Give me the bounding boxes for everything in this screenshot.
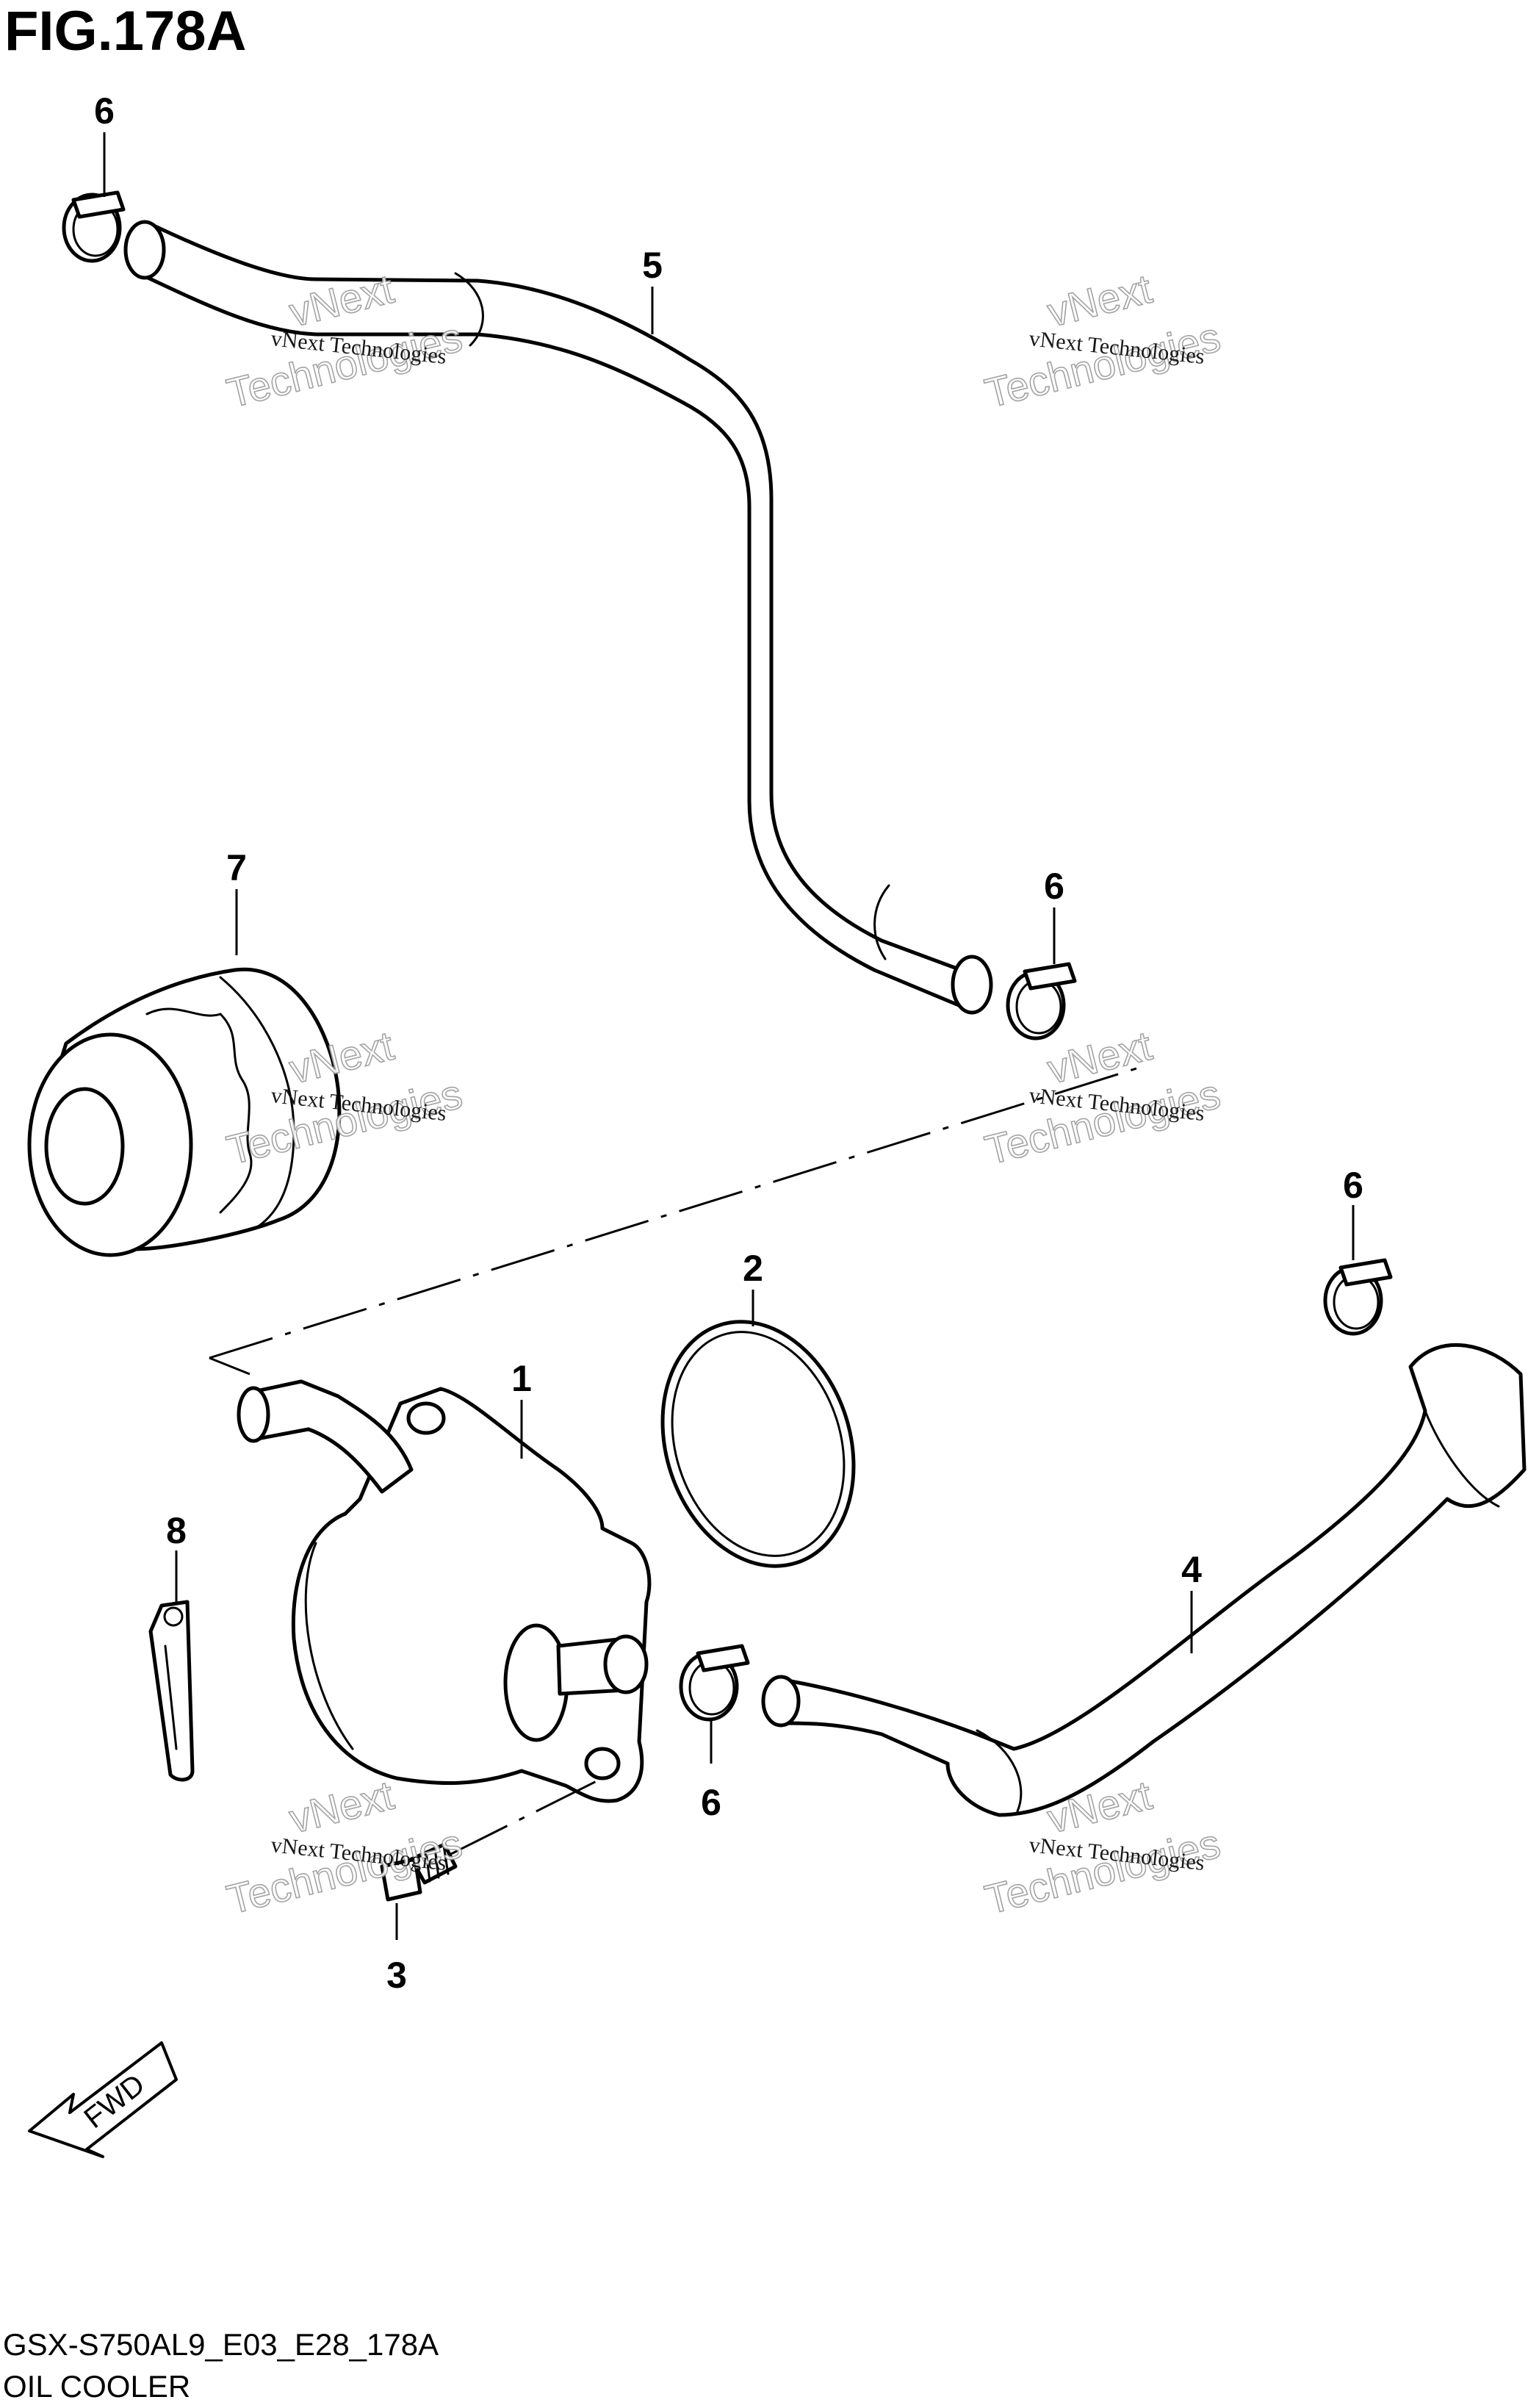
callout-5: 5: [642, 245, 663, 286]
assembly-line-filter: [209, 1064, 1147, 1359]
figure-title: FIG.178A: [4, 0, 246, 62]
fwd-arrow-icon: FWD: [28, 2041, 178, 2158]
assembly-line-bolt: [447, 1777, 603, 1857]
clamp-part-6-top: [62, 190, 126, 263]
oil-filter-part-7: [27, 967, 342, 1257]
watermark-bottom-left: vNext Technologies vNext Technologies: [222, 1771, 467, 1923]
clamp-part-6-bottom: [679, 1644, 750, 1722]
callout-3: 3: [386, 1955, 407, 1996]
clip-part-8: [148, 1600, 195, 1782]
oil-cooler-part-1: [237, 1379, 652, 1803]
assembly-line-filter-end: [209, 1356, 251, 1376]
watermark-mid-right: vNext Technologies vNext Technologies: [980, 1021, 1225, 1174]
bolt-part-3: [380, 1842, 458, 1902]
svg-text:vNext: vNext: [1043, 265, 1157, 336]
callout-6-mid: 6: [1044, 866, 1064, 907]
callout-6-bottom: 6: [701, 1782, 721, 1823]
hose-part-5: [123, 220, 993, 1015]
callout-6-right: 6: [1343, 1165, 1363, 1206]
diagram-name: OIL COOLER: [3, 2369, 190, 2404]
clamp-part-6-mid: [1006, 962, 1077, 1041]
callout-2: 2: [743, 1248, 763, 1289]
callout-1: 1: [511, 1358, 532, 1399]
svg-text:vNext: vNext: [1043, 1022, 1157, 1093]
callout-6-top: 6: [94, 90, 115, 132]
callout-8: 8: [166, 1510, 187, 1551]
watermark-top-right: vNext Technologies vNext Technologies: [980, 265, 1225, 417]
callout-7: 7: [226, 847, 247, 888]
leader-lines: [103, 132, 1355, 1940]
clamp-part-6-right: [1323, 1258, 1393, 1336]
svg-text:vNext: vNext: [285, 1772, 399, 1842]
o-ring-part-2: [660, 1320, 856, 1568]
diagram-code: GSX-S750AL9_E03_E28_178A: [3, 2327, 439, 2362]
hose-part-4: [761, 1343, 1527, 1817]
callout-4: 4: [1181, 1549, 1202, 1590]
